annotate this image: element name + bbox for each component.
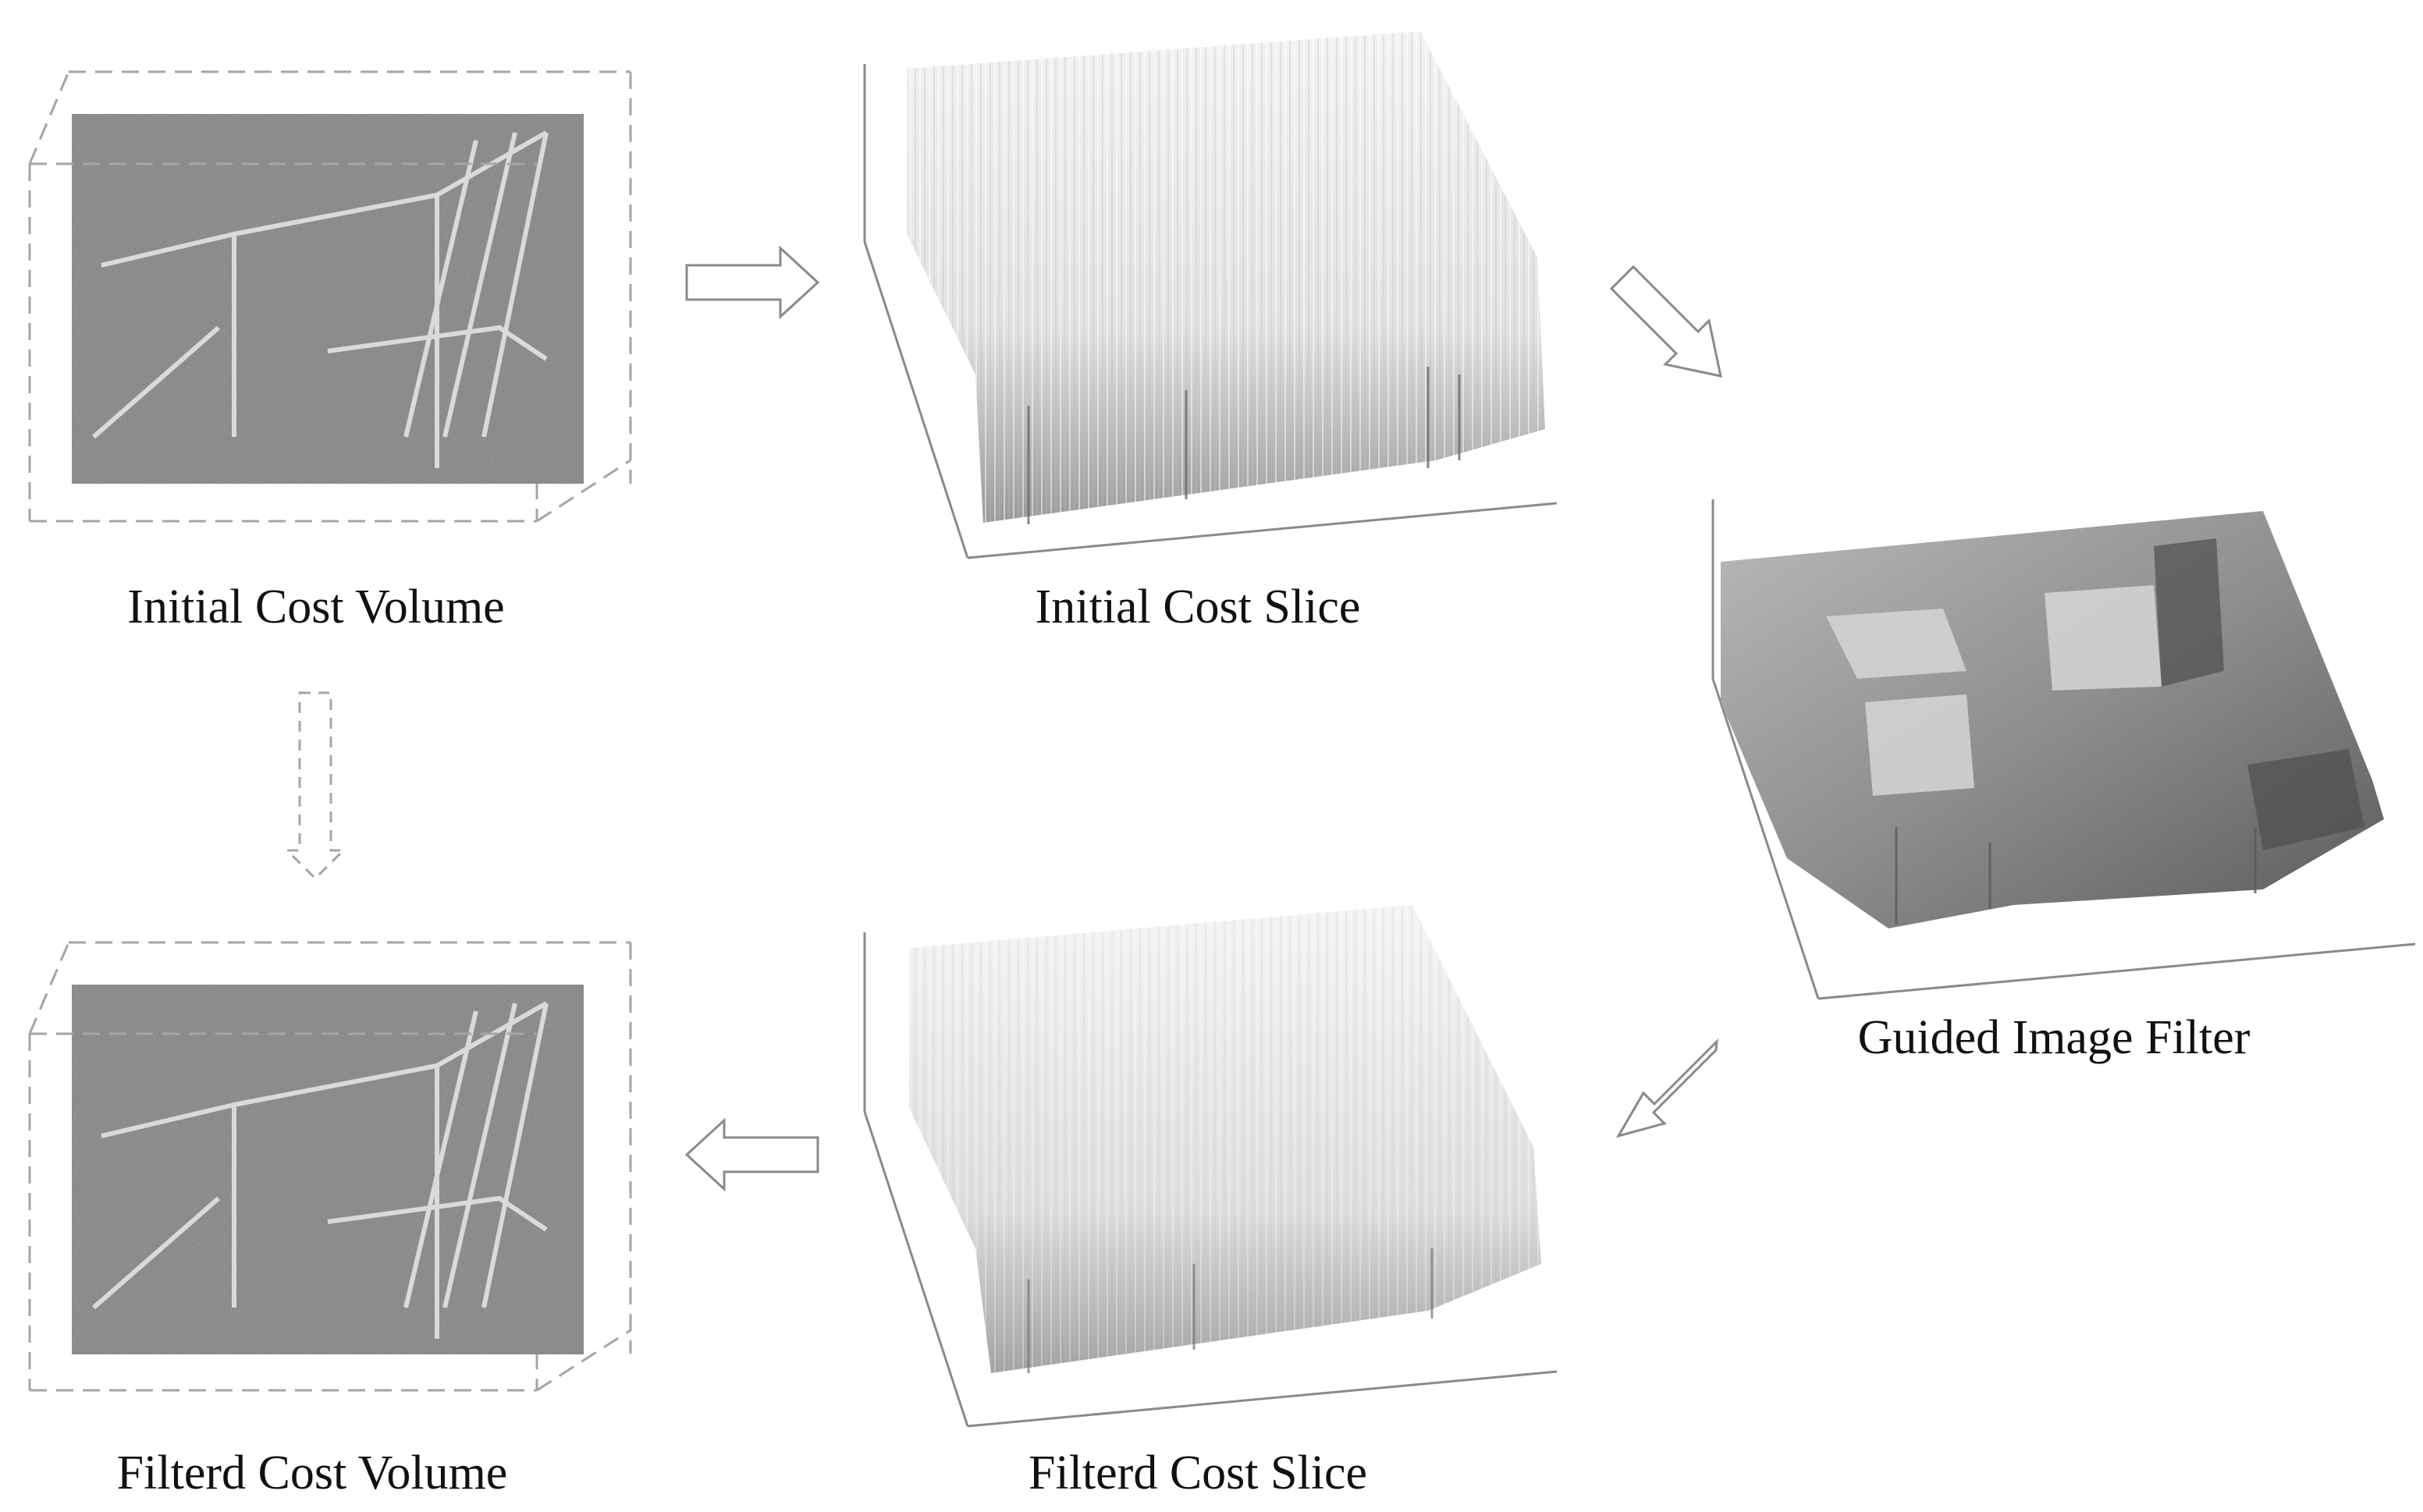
caption-initial-cost-slice: Initial Cost Slice (1036, 580, 1361, 634)
arrow-to-initial-slice (685, 245, 820, 320)
filtered-cost-volume (28, 941, 632, 1392)
arrow-to-guided-filter (1609, 264, 1722, 378)
initial-cost-slice (863, 31, 1558, 559)
dashed-arrow-down (284, 691, 346, 881)
arrow-to-filtered-volume (684, 1117, 819, 1192)
initial-cost-volume (28, 70, 632, 523)
caption-initial-cost-volume: Initial Cost Volume (127, 580, 504, 634)
caption-filtered-cost-volume: Filterd Cost Volume (117, 1446, 508, 1500)
caption-guided-image-filter: Guided Image Filter (1858, 1011, 2251, 1064)
guided-image-filter-surface (1721, 511, 2384, 928)
arrow-to-filtered-slice (1615, 1038, 1718, 1138)
caption-filtered-cost-slice: Filterd Cost Slice (1029, 1446, 1367, 1500)
filtered-cost-slice (863, 905, 1558, 1428)
guided-image-filter (1711, 499, 2416, 1000)
